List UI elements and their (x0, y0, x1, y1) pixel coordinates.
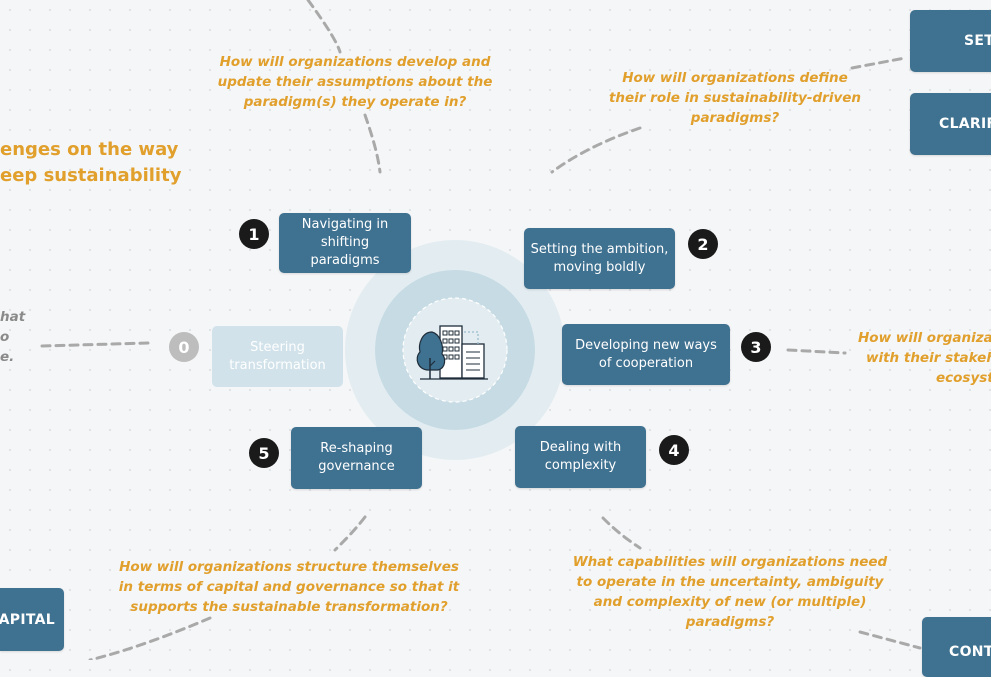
node-label-line: Dealing with (539, 440, 622, 455)
edge-box-label: CONT (949, 644, 991, 660)
node-label-line: governance (318, 459, 395, 474)
connector-q3 (786, 348, 847, 355)
question-role-definition: How will organizations define their role… (605, 68, 865, 128)
question-line: supports the sustainable transformation? (130, 599, 448, 615)
question-line: paradigms? (685, 614, 775, 630)
node-label-line: Re-shaping (320, 441, 393, 456)
heading-line: eep sustainability (0, 165, 182, 186)
question-line: How will organizations structure themsel… (119, 559, 459, 575)
node-dealing-complexity[interactable]: Dealing with complexity (515, 426, 646, 488)
question-line: paradigms? (690, 110, 780, 126)
building-tree-icon (416, 325, 488, 380)
question-steering-cropped: hat o e. (0, 307, 30, 367)
question-line: to operate in the uncertainty, ambiguity (576, 574, 884, 590)
question-line: hat (0, 309, 26, 325)
page-heading: enges on the way eep sustainability (0, 137, 181, 189)
question-line: paradigm(s) they operate in? (243, 94, 467, 110)
question-line: update their assumptions about the (217, 74, 493, 90)
question-line: their role in sustainability-driven (608, 90, 862, 106)
question-line: ecosyst (936, 370, 991, 386)
node-number-badge-3: 3 (741, 332, 771, 362)
node-navigating-paradigms[interactable]: Navigating in shifting paradigms (279, 213, 411, 273)
edge-box-label: CLARIF (939, 116, 991, 132)
node-number-badge-4: 4 (659, 435, 689, 465)
edge-box-label: CAPITAL (0, 611, 55, 628)
question-line: with their stakeho (866, 350, 991, 366)
node-label-line: Developing new ways (575, 337, 717, 353)
node-label-line: Steering (250, 339, 305, 355)
node-setting-ambition[interactable]: Setting the ambition, moving boldly (524, 228, 675, 289)
connector-q4 (601, 516, 642, 550)
connector-q1 (363, 113, 382, 174)
question-stakeholders: How will organizat with their stakeho ec… (858, 328, 991, 388)
node-steering-transformation[interactable]: Steering transformation (212, 326, 343, 387)
connector-top-left (306, 0, 342, 54)
question-paradigm-assumptions: How will organizations develop and updat… (205, 52, 505, 112)
node-reshaping-governance[interactable]: Re-shaping governance (291, 427, 422, 489)
node-number-badge-1: 1 (239, 219, 269, 249)
node-number-badge-5: 5 (249, 438, 279, 468)
question-line: How will organizations develop and (219, 54, 491, 70)
edge-box-label: SET (964, 33, 991, 49)
edge-box-clarif[interactable]: CLARIF (910, 93, 991, 155)
node-label-line: transformation (229, 357, 326, 373)
node-developing-cooperation[interactable]: Developing new ways of cooperation (562, 324, 730, 385)
question-capabilities: What capabilities will organizations nee… (570, 552, 890, 632)
question-line: and complexity of new (or multiple) (593, 594, 867, 610)
node-label-line: moving boldly (553, 259, 646, 275)
question-capital-governance: How will organizations structure themsel… (118, 557, 460, 617)
question-line: o (0, 329, 10, 345)
question-line: How will organizations define (622, 70, 848, 86)
node-label-line: Setting the ambition, (530, 241, 669, 257)
question-line: in terms of capital and governance so th… (118, 579, 460, 595)
edge-box-capital[interactable]: CAPITAL (0, 588, 64, 651)
connector-cont (858, 630, 922, 650)
edge-box-cont[interactable]: CONT (922, 617, 991, 677)
node-number-badge-2: 2 (688, 229, 718, 259)
connector-q5 (333, 515, 367, 552)
question-line: e. (0, 349, 15, 365)
heading-line: enges on the way (0, 139, 179, 160)
node-number-badge-0: 0 (169, 332, 199, 362)
connector-q0 (40, 341, 150, 348)
connector-capital (88, 616, 212, 660)
connector-set (850, 56, 907, 70)
question-line: What capabilities will organizations nee… (572, 554, 888, 570)
connector-q2 (550, 126, 642, 174)
node-label-line: shifting paradigms (310, 235, 380, 268)
node-label-line: of cooperation (598, 355, 694, 371)
question-line: How will organizat (858, 330, 991, 346)
edge-box-set[interactable]: SET (910, 10, 991, 72)
node-label-line: complexity (544, 458, 617, 473)
node-label-line: Navigating in (301, 217, 389, 232)
